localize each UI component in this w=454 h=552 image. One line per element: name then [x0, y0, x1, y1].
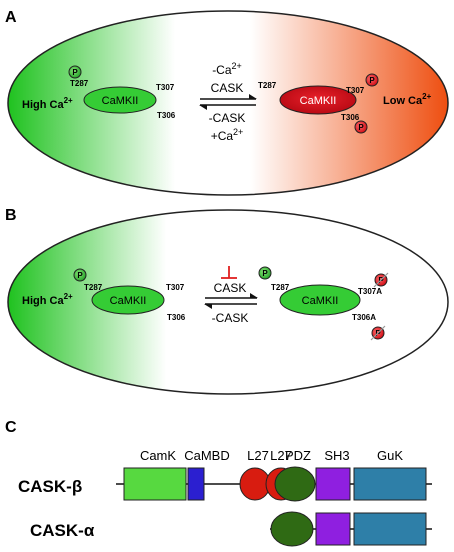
- phospho-blocked-t306-b: P: [370, 325, 386, 341]
- t287-label-left-b: T287: [84, 283, 103, 292]
- t307-label-right-a: T307: [346, 86, 365, 95]
- camkii-enzyme-left-a: [83, 86, 157, 114]
- phospho-t307-right-a: P: [365, 73, 379, 87]
- arrow-bottom-cask-b: -CASK: [212, 311, 249, 325]
- arrow-bottom-cask-a: -CASK: [209, 111, 246, 125]
- panel-b: B High Ca2+ P T287 CaMKII T307 T306 CASK…: [5, 207, 449, 395]
- camkii-enzyme-right-a: [279, 85, 357, 115]
- arrow-top-cask-a: CASK: [211, 81, 244, 95]
- cell-ellipse-b: [7, 209, 449, 395]
- low-ca-label-a: Low Ca2+: [383, 92, 432, 107]
- camkii-label-left-a: CaMKII: [102, 95, 139, 107]
- inhibit-symbol-b: [221, 266, 237, 279]
- panel-c: C CamK CaMBD L27 L27 PDZ SH3 GuK CASK-β …: [5, 419, 432, 547]
- arrow-top-cask-b: CASK: [214, 281, 247, 295]
- sh3-domain-alpha: [315, 512, 351, 546]
- panel-a: A High Ca2+ P T287 CaMKII T307 T306 -Ca2…: [5, 9, 449, 196]
- t287-label-right-b: T287: [271, 283, 290, 292]
- phospho-t287-left-b: P: [73, 268, 87, 282]
- svg-text:P: P: [262, 269, 268, 278]
- phospho-blocked-t307-b: P: [373, 272, 389, 288]
- high-ca-label-b: High Ca2+: [22, 292, 73, 307]
- camk-domain: [123, 467, 187, 501]
- guk-domain-alpha: [353, 512, 427, 546]
- cask-beta-label: CASK-β: [18, 477, 82, 496]
- camkii-label-left-b: CaMKII: [110, 295, 147, 307]
- phospho-t287-right-b: P: [258, 266, 272, 280]
- cell-ellipse-a: [7, 10, 449, 196]
- high-ca-label-a: High Ca2+: [22, 96, 73, 111]
- t307-label-left-b: T307: [166, 283, 185, 292]
- l27-domain-label-2: L27: [270, 448, 292, 463]
- svg-text:P: P: [72, 68, 78, 77]
- arrow-top-ca-a: -Ca2+: [212, 61, 242, 77]
- t306a-label-right-b: T306A: [352, 313, 376, 322]
- t287-label-left-a: T287: [70, 79, 89, 88]
- panel-c-letter: C: [5, 419, 17, 436]
- l27-domain-label-1: L27: [247, 448, 269, 463]
- equilibrium-arrows-a: [199, 94, 257, 110]
- cambd-domain: [187, 467, 205, 501]
- t306-label-left-b: T306: [167, 313, 186, 322]
- camkii-enzyme-left-b: [91, 285, 165, 315]
- guk-domain-beta: [353, 467, 427, 501]
- t307a-label-right-b: T307A: [358, 287, 382, 296]
- arrow-bottom-ca-a: +Ca2+: [211, 127, 244, 143]
- cask-alpha-label: CASK-α: [30, 521, 95, 540]
- equilibrium-arrows-b: [204, 293, 258, 309]
- t287-label-right-a: T287: [258, 81, 277, 90]
- t306-label-left-a: T306: [157, 111, 176, 120]
- camk-domain-label: CamK: [140, 448, 176, 463]
- svg-text:P: P: [77, 271, 83, 280]
- guk-domain-label: GuK: [377, 448, 403, 463]
- pdz-domain-beta: [274, 466, 316, 502]
- panel-b-letter: B: [5, 207, 17, 224]
- phospho-t287-left-a: P: [68, 65, 82, 79]
- sh3-domain-label: SH3: [324, 448, 349, 463]
- pdz-domain-label: PDZ: [285, 448, 311, 463]
- camkii-label-right-a: CaMKII: [300, 95, 337, 107]
- pdz-domain-alpha: [270, 511, 314, 547]
- cambd-domain-label: CaMBD: [184, 448, 230, 463]
- camkii-enzyme-right-b: [279, 284, 361, 316]
- svg-text:P: P: [358, 123, 364, 132]
- panel-a-letter: A: [5, 9, 17, 26]
- svg-text:P: P: [369, 76, 375, 85]
- camkii-label-right-b: CaMKII: [302, 295, 339, 307]
- t306-label-right-a: T306: [341, 113, 360, 122]
- t307-label-left-a: T307: [156, 83, 175, 92]
- phospho-t306-right-a: P: [354, 120, 368, 134]
- sh3-domain-beta: [315, 467, 351, 501]
